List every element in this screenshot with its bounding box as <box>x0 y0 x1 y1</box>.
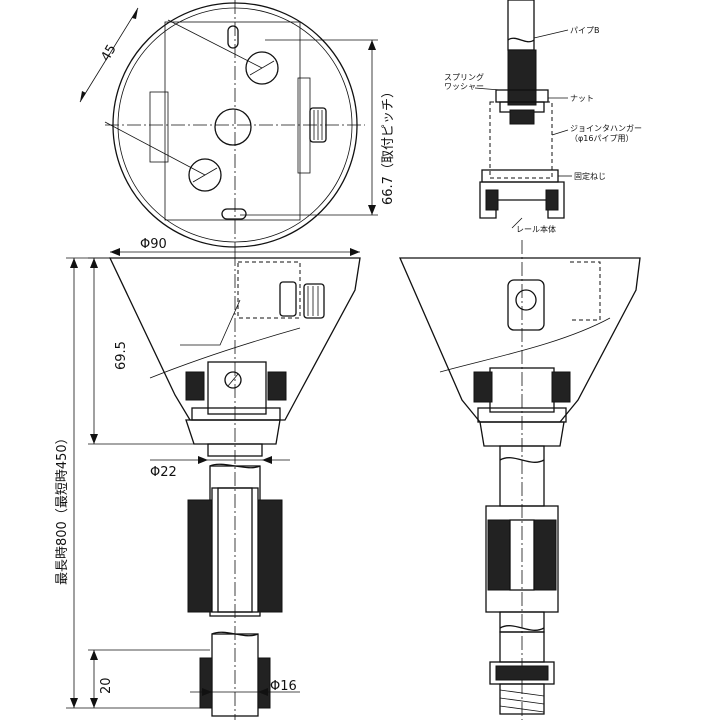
dimension-phi16: Φ16 <box>190 679 300 696</box>
top-plan-view <box>104 0 365 252</box>
label-fix-screw: 固定ねじ <box>574 171 606 181</box>
label-pipe: パイプB <box>570 26 600 35</box>
dim-66-7-label: 66.7（取付ピッチ） <box>381 85 396 205</box>
label-joint-hanger-l1: ジョインタハンガー <box>570 123 642 133</box>
front-pipe-assembly <box>187 463 283 717</box>
dim-phi90-label: Φ90 <box>140 237 167 252</box>
dimension-66-7: 66.7（取付ピッチ） <box>240 39 396 216</box>
side-hanger-detail <box>479 0 565 219</box>
dim-69-5-label: 69.5 <box>114 341 129 370</box>
dimension-45: 45 <box>79 7 139 103</box>
label-rail: レール本体 <box>516 224 556 234</box>
dim-total-label: 最長時800（最短時450） <box>55 431 70 585</box>
dimension-phi22: Φ22 <box>150 456 290 480</box>
dimension-20: 20 <box>88 649 210 708</box>
dim-phi16-label: Φ16 <box>270 679 297 694</box>
label-joint-hanger-l2: （φ16パイプ用） <box>570 134 633 143</box>
dimension-69-5: 69.5 <box>88 257 200 445</box>
side-shade <box>399 240 641 720</box>
front-shade <box>108 252 361 720</box>
dim-45-label: 45 <box>98 42 119 64</box>
dimension-total-length: 最長時800（最短時450） <box>55 257 200 709</box>
label-joint-hanger: ジョインタハンガー （φ16パイプ用） <box>570 123 645 143</box>
dim-phi22-label: Φ22 <box>150 465 177 480</box>
label-spring-washer-l1: スプリング <box>444 72 484 82</box>
label-nut: ナット <box>570 94 594 103</box>
side-pipe-assembly <box>485 445 559 715</box>
dim-20-label: 20 <box>99 677 114 694</box>
label-spring-washer: スプリング ワッシャー <box>444 72 487 91</box>
label-spring-washer-l2: ワッシャー <box>444 82 484 91</box>
side-labels: パイプB スプリング ワッシャー ナット ジョインタハンガー （φ16パイプ用）… <box>444 26 645 234</box>
